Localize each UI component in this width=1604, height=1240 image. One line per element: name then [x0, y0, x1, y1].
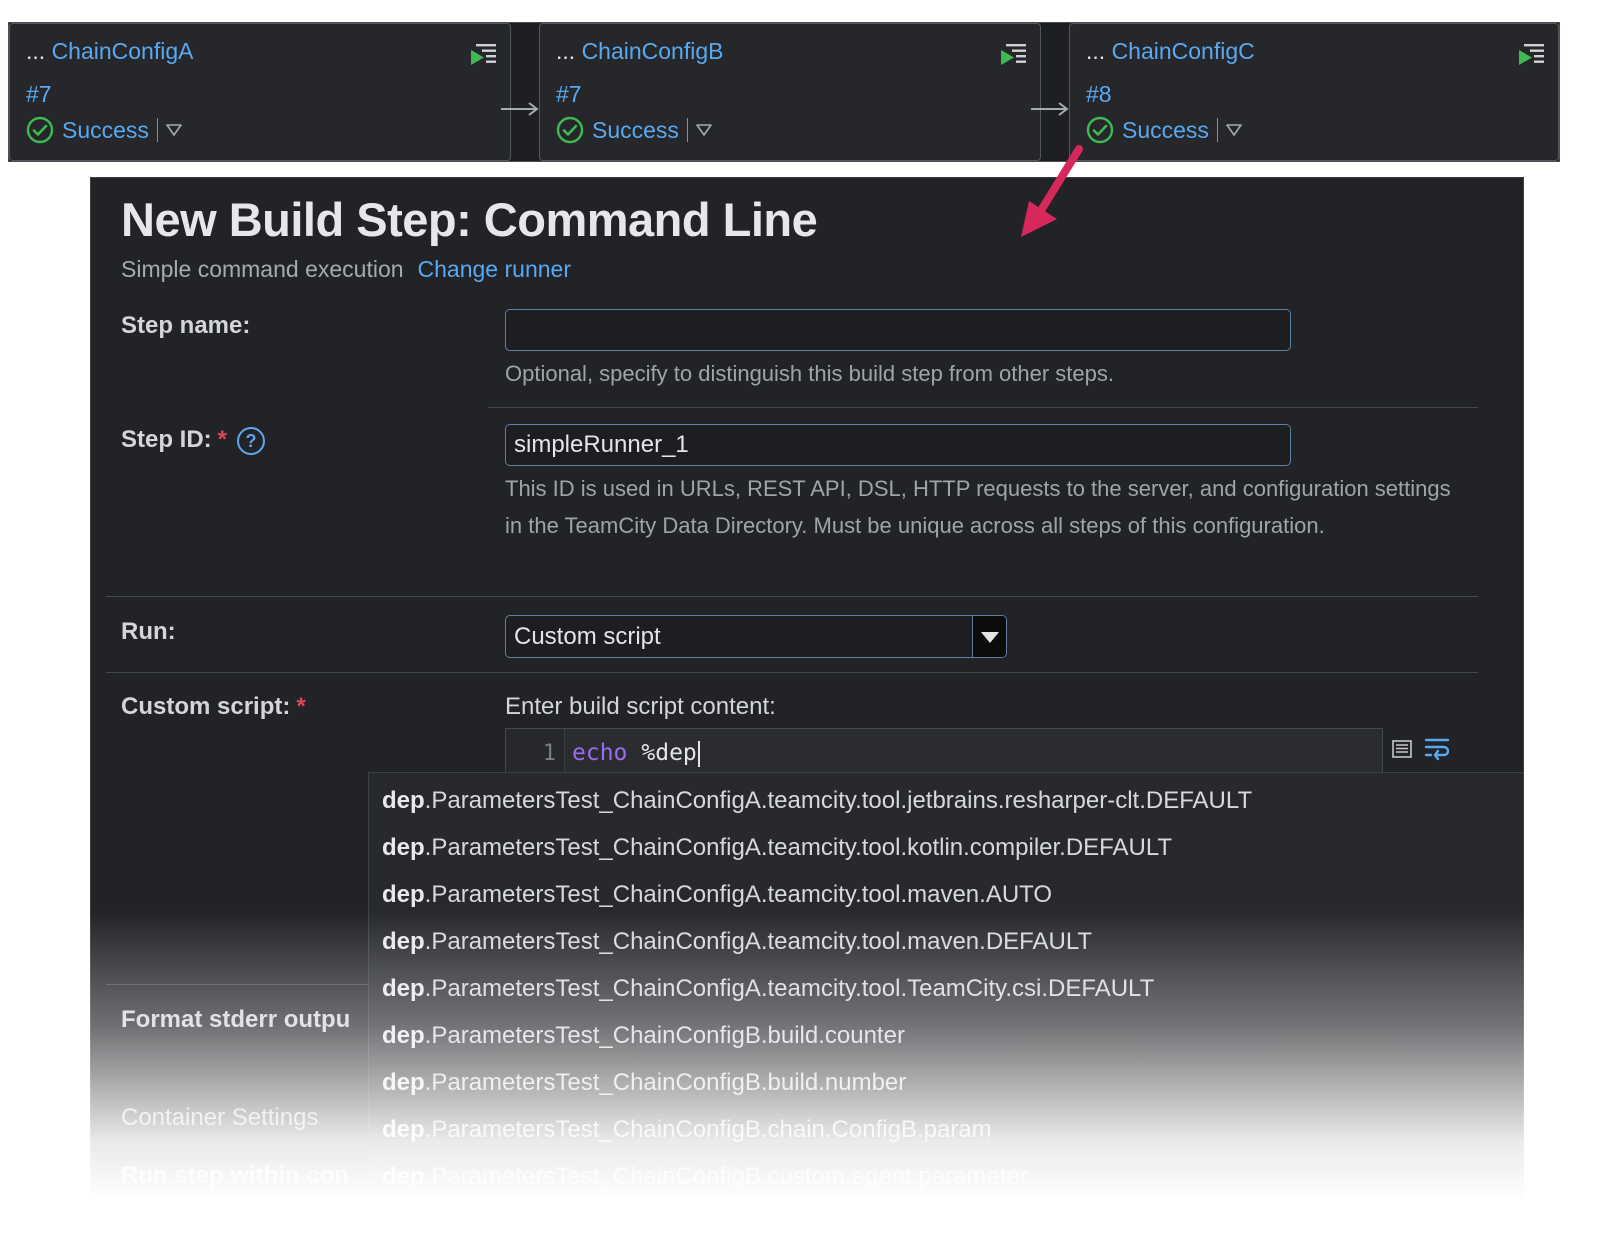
- required-asterisk: *: [296, 693, 306, 720]
- divider: [106, 596, 1478, 597]
- chain-arrow-icon: [1031, 102, 1069, 116]
- autocomplete-item[interactable]: dep.ParametersTest_ChainConfigA.teamcity…: [382, 787, 1253, 814]
- success-check-icon: [26, 116, 54, 144]
- run-select[interactable]: Custom script: [505, 615, 1007, 658]
- dropdown-arrow-icon[interactable]: [972, 616, 1006, 657]
- chevron-down-icon[interactable]: [1226, 124, 1242, 136]
- success-check-icon: [556, 116, 584, 144]
- build-status[interactable]: Success: [1086, 116, 1242, 144]
- chain-card-a[interactable]: ... ChainConfigA #7 Success: [9, 23, 511, 161]
- divider: [106, 984, 406, 985]
- step-id-hint: This ID is used in URLs, REST API, DSL, …: [505, 476, 1451, 538]
- run-build-icon[interactable]: [1518, 42, 1546, 66]
- autocomplete-item[interactable]: dep.ParametersTest_ChainConfigB.build.nu…: [382, 1069, 907, 1096]
- build-chain-strip: ... ChainConfigA #7 Success ... ChainCon…: [8, 22, 1560, 162]
- step-name-label: Step name:: [121, 312, 251, 339]
- autocomplete-item[interactable]: dep.ParametersTest_ChainConfigB.custom.a…: [382, 1163, 1028, 1190]
- divider: [488, 407, 1478, 408]
- chevron-down-icon[interactable]: [696, 124, 712, 136]
- script-content-label: Enter build script content:: [505, 693, 776, 720]
- run-build-icon[interactable]: [1000, 42, 1028, 66]
- annotation-arrow-icon: [1021, 145, 1083, 237]
- step-id-label: Step ID:*?: [121, 426, 266, 455]
- build-number-link[interactable]: #7: [556, 81, 582, 107]
- format-stderr-label: Format stderr outpu: [121, 1006, 351, 1033]
- chevron-down-icon[interactable]: [166, 124, 182, 136]
- document-icon[interactable]: [1391, 739, 1413, 759]
- change-runner-link[interactable]: Change runner: [417, 256, 571, 282]
- chain-card-title[interactable]: ... ChainConfigA: [26, 38, 194, 64]
- required-asterisk: *: [217, 426, 228, 453]
- build-status[interactable]: Success: [26, 116, 182, 144]
- code-keyword: echo: [572, 740, 628, 766]
- script-code-line[interactable]: echo%dep: [572, 740, 700, 767]
- custom-script-label: Custom script:*: [121, 693, 306, 720]
- container-settings-section[interactable]: Container Settings: [121, 1104, 319, 1131]
- build-number-link[interactable]: #7: [26, 81, 52, 107]
- autocomplete-popup: dep.ParametersTest_ChainConfigA.teamcity…: [368, 772, 1523, 1239]
- run-step-within-label: Run step within con: [121, 1162, 349, 1189]
- new-build-step-dialog: New Build Step: Command Line Simple comm…: [90, 177, 1524, 1240]
- autocomplete-item[interactable]: dep.ParametersTest_ChainConfigB.chain.Co…: [382, 1116, 992, 1143]
- divider: [106, 672, 1478, 673]
- line-number: 1: [542, 741, 556, 766]
- step-id-input[interactable]: [505, 424, 1291, 466]
- run-label: Run:: [121, 618, 176, 645]
- page-title: New Build Step: Command Line: [121, 193, 818, 246]
- autocomplete-item[interactable]: dep.ParametersTest_ChainConfigA.teamcity…: [382, 881, 1053, 908]
- chain-card-b[interactable]: ... ChainConfigB #7 Success: [539, 23, 1041, 161]
- text-caret: [697, 740, 700, 767]
- autocomplete-item[interactable]: dep.ParametersTest_ChainConfigA.teamcity…: [382, 834, 1173, 861]
- build-number-link[interactable]: #8: [1086, 81, 1112, 107]
- chain-arrow-icon: [501, 102, 539, 116]
- step-name-hint: Optional, specify to distinguish this bu…: [505, 361, 1114, 386]
- autocomplete-item[interactable]: dep.ParametersTest_ChainConfigA.teamcity…: [382, 928, 1093, 955]
- chain-card-c[interactable]: ... ChainConfigC #8 Success: [1069, 23, 1559, 161]
- autocomplete-item[interactable]: dep.ParametersTest_ChainConfigA.teamcity…: [382, 975, 1155, 1002]
- autocomplete-item[interactable]: dep.ParametersTest_ChainConfigB.build.co…: [382, 1022, 905, 1049]
- editor-toolbar: [1391, 735, 1451, 763]
- success-check-icon: [1086, 116, 1114, 144]
- chain-card-title[interactable]: ... ChainConfigC: [1086, 38, 1255, 64]
- chain-card-title[interactable]: ... ChainConfigB: [556, 38, 724, 64]
- step-name-input[interactable]: [505, 309, 1291, 351]
- run-build-icon[interactable]: [470, 42, 498, 66]
- help-icon[interactable]: ?: [237, 426, 266, 455]
- build-status[interactable]: Success: [556, 116, 712, 144]
- word-wrap-icon[interactable]: [1423, 735, 1451, 763]
